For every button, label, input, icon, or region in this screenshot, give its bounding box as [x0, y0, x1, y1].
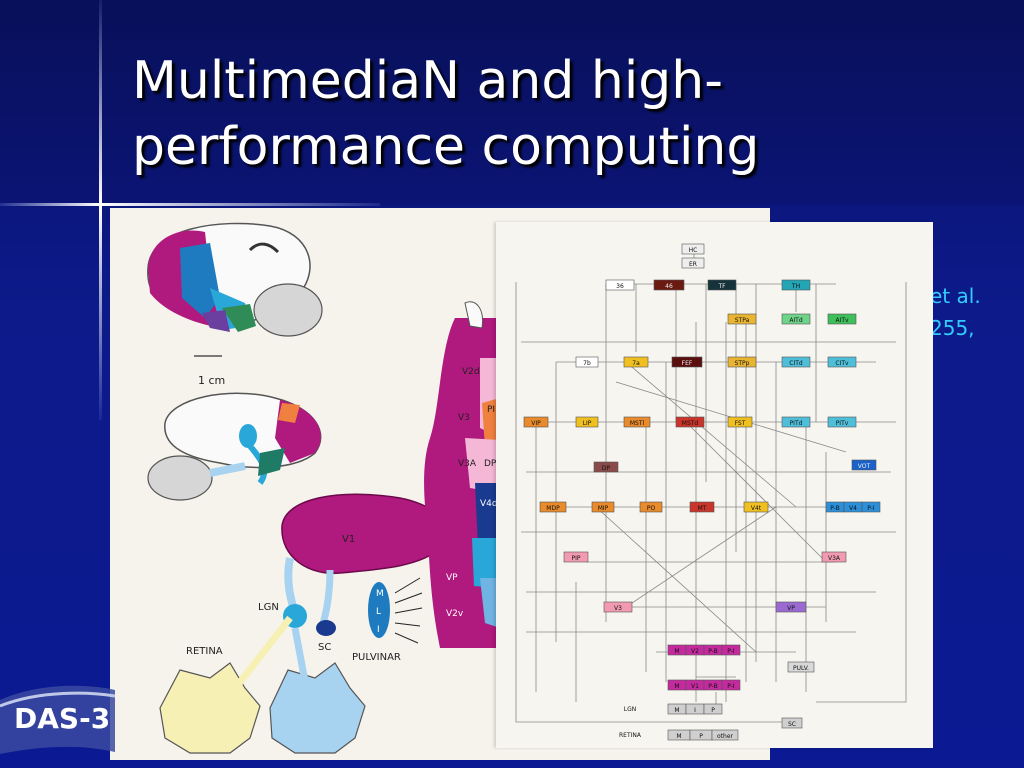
node-lgn-i: I: [694, 707, 696, 714]
node-aitd: AITd: [789, 317, 803, 324]
node-pi: P-I: [867, 505, 875, 512]
node-citv: CITv: [835, 360, 849, 367]
node-pip: PIP: [571, 555, 580, 562]
node-pb: P-B: [830, 505, 840, 512]
node-er: ER: [689, 261, 697, 268]
node-stpa: STPa: [735, 317, 750, 324]
node-46: 46: [665, 283, 673, 290]
citation-line-1: et al.: [930, 284, 981, 308]
sparkle-line-horizontal: [0, 203, 380, 206]
node-hc: HC: [689, 247, 698, 254]
node-mt: MT: [698, 505, 707, 512]
node-v1-m: M: [674, 683, 679, 690]
node-7a: 7a: [632, 360, 640, 367]
node-retina-p: P: [699, 733, 703, 740]
node-mdp: MDP: [546, 505, 560, 512]
logo-text: DAS-3: [14, 702, 110, 735]
node-v2: V2: [691, 648, 699, 655]
hierarchy-nodes: HC ER 36 46 TF TH STPa AITd AITv 7b 7a F…: [523, 243, 881, 741]
label-dp: DP: [484, 459, 497, 469]
node-v4t: V4t: [751, 505, 762, 512]
node-v1-pi: P-I: [727, 683, 735, 690]
label-v2d: V2d: [462, 367, 480, 377]
sparkle-line-vertical: [99, 0, 102, 420]
node-pitv: PITv: [836, 420, 849, 427]
visual-hierarchy-diagram: HC ER 36 46 TF TH STPa AITd AITv 7b 7a F…: [496, 222, 933, 748]
label-lgn-row: LGN: [624, 706, 636, 713]
node-retina-other: other: [717, 733, 734, 740]
label-lgn: LGN: [258, 602, 279, 613]
optic-nerve-right: [291, 627, 314, 709]
node-vip: VIP: [531, 420, 541, 427]
optic-nerve-left: [217, 615, 293, 711]
label-sc: SC: [318, 642, 331, 653]
node-retina-m: M: [676, 733, 681, 740]
node-lgn-m: M: [674, 707, 679, 714]
right-retina: [269, 662, 366, 754]
node-v3: V3: [614, 605, 622, 612]
node-citd: CITd: [789, 360, 803, 367]
node-mip: MIP: [598, 505, 609, 512]
node-fst: FST: [735, 420, 746, 427]
label-m: M: [376, 589, 384, 599]
node-7b: 7b: [583, 360, 591, 367]
node-tf: TF: [717, 283, 726, 290]
citation-text: et al. 255,: [930, 280, 1020, 344]
node-stpp: STPp: [735, 360, 750, 367]
anatomy-illustration: 1 cm V1 LGN SC M L I PULVINAR: [147, 222, 500, 754]
label-vp: VP: [446, 573, 458, 583]
node-fef: FEF: [682, 360, 693, 367]
scale-label: 1 cm: [198, 374, 225, 387]
node-v2-pi: P-I: [727, 648, 735, 655]
node-v3a: V3A: [828, 555, 841, 562]
title-line-1: MultimediaN and high-: [132, 51, 723, 111]
node-po: PO: [647, 505, 656, 512]
pathway-to-sc: [318, 569, 334, 628]
label-pi: PI: [487, 405, 495, 415]
node-th: TH: [791, 283, 800, 290]
node-mstd: MSTd: [682, 420, 699, 427]
slide-title: MultimediaN and high- performance comput…: [132, 48, 852, 180]
label-l: L: [376, 607, 381, 617]
label-v3a: V3A: [458, 459, 477, 469]
brain-medial-view: [147, 392, 322, 501]
node-vp: VP: [787, 605, 795, 612]
label-v2v: V2v: [446, 609, 464, 619]
node-v1-pb: P-B: [708, 683, 718, 690]
v1-region: [281, 493, 447, 575]
label-v3: V3: [458, 413, 470, 423]
node-v2-m: M: [674, 648, 679, 655]
title-line-2: performance computing: [132, 117, 760, 177]
node-dp: DP: [602, 465, 611, 472]
node-v4: V4: [849, 505, 857, 512]
pulvinar-arrows: [394, 577, 423, 644]
label-pulvinar: PULVINAR: [352, 652, 401, 663]
das3-logo: DAS-3: [0, 682, 116, 760]
node-lip: LIP: [583, 420, 592, 427]
node-lgn-p: P: [711, 707, 715, 714]
label-retina-row: RETINA: [619, 732, 642, 739]
node-pulv: PULV.: [793, 665, 809, 672]
label-i: I: [377, 625, 380, 635]
node-mstl: MSTl: [630, 420, 645, 427]
citation-line-2: 255,: [930, 316, 975, 340]
hierarchy-illustration: HC ER 36 46 TF TH STPa AITd AITv 7b 7a F…: [515, 243, 907, 741]
sc-node: [316, 620, 336, 636]
node-pitd: PITd: [790, 420, 803, 427]
node-aitv: AITv: [835, 317, 849, 324]
node-sc: SC: [788, 721, 796, 728]
node-36: 36: [616, 283, 624, 290]
node-v1: V1: [691, 683, 699, 690]
label-retina: RETINA: [186, 646, 223, 657]
das3-logo-graphic: DAS-3: [0, 685, 116, 754]
pulvinar-node: [368, 582, 390, 638]
cortex-visual-areas: [424, 301, 500, 648]
node-vot: VOT: [858, 463, 871, 470]
label-v1: V1: [342, 534, 355, 545]
node-v2-pb: P-B: [708, 648, 718, 655]
title-band: [0, 0, 1024, 205]
label-v4d: V4d: [480, 499, 498, 509]
brain-lateral-view: [147, 222, 323, 337]
